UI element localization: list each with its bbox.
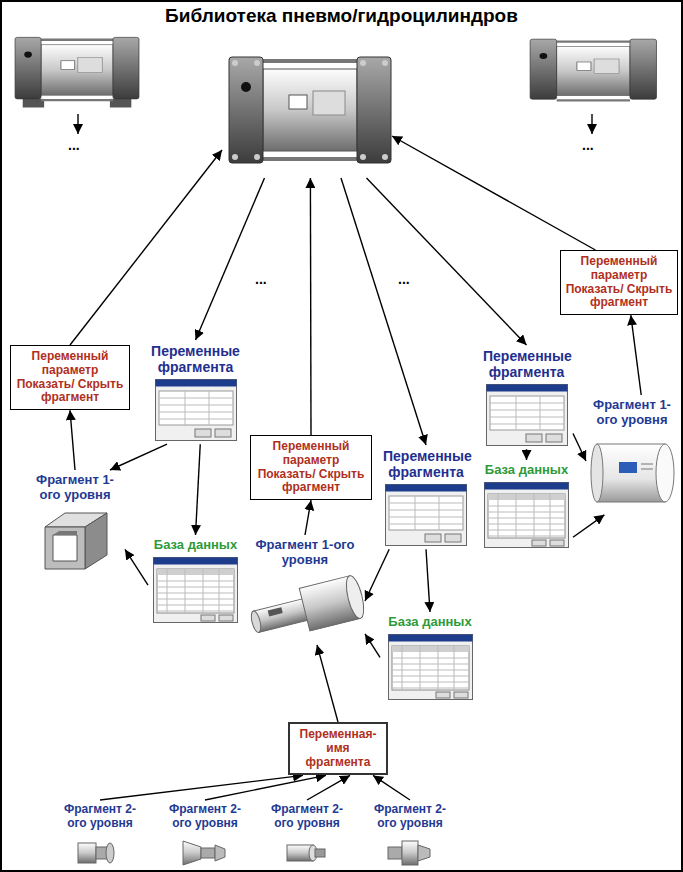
- database-node: База данных: [380, 612, 480, 703]
- variables-node: Переменные фрагмента: [380, 445, 472, 549]
- ellipsis-label: ...: [398, 272, 410, 286]
- node-heading: База данных: [151, 538, 240, 553]
- ellipsis-label: ...: [68, 138, 80, 152]
- node-heading: Фрагмент 1-ого уровня: [28, 473, 122, 503]
- subfragment-node: Фрагмент 2-ого уровня: [160, 800, 250, 872]
- subfragment-picture: [70, 835, 130, 869]
- connector-arrow: [631, 315, 641, 395]
- connector-arrow: [307, 775, 350, 800]
- connector-arrow: [365, 549, 389, 601]
- leader-arrow: [591, 114, 592, 134]
- dialog-picture: [486, 384, 568, 446]
- side-cylinder: [530, 39, 656, 100]
- connector-arrow: [573, 515, 604, 537]
- fragment-node: Фрагмент 1-ого уровня: [245, 535, 365, 645]
- cylinder-node: [222, 38, 392, 178]
- subfragment-node: Фрагмент 2-ого уровня: [262, 800, 352, 872]
- connector-arrow: [205, 775, 326, 800]
- table-picture: [484, 482, 569, 548]
- subfragment-picture: [277, 835, 337, 869]
- param-box: Переменный параметр Показать/ Скрыть фра…: [560, 250, 678, 315]
- fragment-node: Фрагмент 1-ого уровня: [25, 470, 125, 576]
- node-heading: Фрагмент 2-ого уровня: [368, 803, 452, 831]
- leader-arrow: [77, 114, 78, 134]
- connector-arrow: [70, 410, 75, 470]
- connector-arrow: [305, 500, 311, 535]
- subfragment-picture: [380, 835, 440, 869]
- connector-arrow: [110, 444, 167, 470]
- connector-arrow: [310, 178, 312, 435]
- node-heading: Переменные фрагмента: [151, 343, 240, 375]
- param-box: Переменный параметр Показать/ Скрыть фра…: [10, 345, 130, 410]
- dialog-picture: [385, 484, 467, 546]
- connector-arrow: [70, 150, 222, 345]
- node-heading: База данных: [383, 615, 477, 630]
- variables-node: Переменные фрагмента: [480, 345, 573, 449]
- box-fragment-picture: [35, 507, 115, 573]
- subfragment-node: Фрагмент 2-ого уровня: [55, 800, 145, 872]
- side-cylinder: [15, 37, 139, 107]
- node-heading: Фрагмент 1-ого уровня: [255, 538, 355, 568]
- param-box: Переменный параметр Показать/ Скрыть фра…: [250, 435, 372, 500]
- node-heading: Переменный параметр Показать/ Скрыть фра…: [564, 255, 674, 310]
- node-heading: Переменный параметр Показать/ Скрыть фра…: [14, 350, 126, 405]
- subfragment-picture: [175, 835, 235, 869]
- database-node: База данных: [480, 460, 573, 551]
- shaft-picture: [248, 572, 366, 642]
- connector-arrow: [526, 449, 527, 460]
- fragment-node: Фрагмент 1-ого уровня: [586, 395, 678, 515]
- subfragment-node: Фрагмент 2-ого уровня: [365, 800, 455, 872]
- connector-arrow: [373, 775, 410, 800]
- ellipsis-label: ...: [255, 272, 267, 286]
- name-box: Переменная-имя фрагмента: [288, 722, 388, 775]
- node-heading: Фрагмент 2-ого уровня: [163, 803, 247, 831]
- table-picture: [388, 634, 473, 700]
- table-picture: [153, 557, 238, 623]
- database-node: База данных: [148, 535, 243, 626]
- connector-arrow: [125, 549, 148, 585]
- node-heading: Фрагмент 2-ого уровня: [58, 803, 142, 831]
- cylinder-picture: [225, 45, 395, 175]
- connector-arrow: [573, 434, 586, 461]
- connector-arrow: [196, 444, 201, 535]
- node-heading: Фрагмент 2-ого уровня: [265, 803, 349, 831]
- node-heading: Переменная-имя фрагмента: [293, 728, 383, 769]
- node-heading: Фрагмент 1-ого уровня: [589, 398, 675, 428]
- node-heading: Переменный параметр Показать/ Скрыть фра…: [254, 440, 368, 495]
- connector-arrow: [196, 178, 265, 340]
- connector-arrow: [341, 178, 426, 445]
- ellipsis-label: ...: [582, 138, 594, 152]
- node-heading: Переменные фрагмента: [483, 348, 570, 380]
- connector-arrow: [367, 178, 527, 345]
- dialog-picture: [155, 379, 237, 441]
- connector-arrow: [365, 634, 380, 658]
- connector-arrow: [317, 645, 338, 722]
- title: Библиотека пневмо/гидроцилиндров: [0, 5, 683, 28]
- pipe-picture: [589, 432, 677, 512]
- connector-arrow: [392, 136, 595, 250]
- node-heading: Переменные фрагмента: [383, 448, 469, 480]
- connector-arrow: [100, 775, 303, 800]
- variables-node: Переменные фрагмента: [148, 340, 243, 444]
- connector-arrow: [426, 549, 430, 612]
- node-heading: База данных: [483, 463, 570, 478]
